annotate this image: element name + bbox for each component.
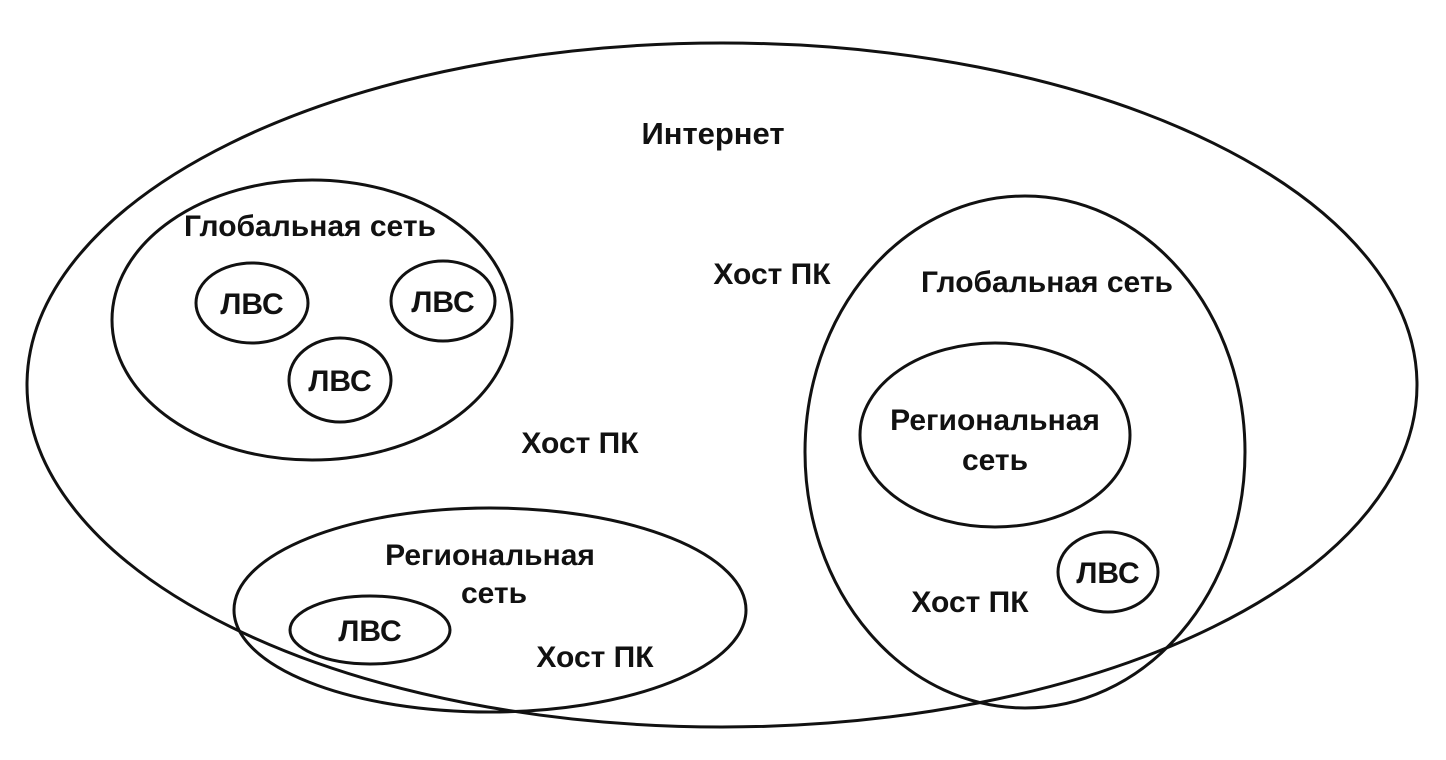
regional-network-bottom-label-line1: Региональная — [385, 539, 595, 572]
lan-label-3: ЛВС — [308, 365, 371, 398]
global-right-host-label: Хост ПК — [911, 586, 1029, 619]
lan-ellipse-2 — [389, 259, 497, 343]
global-network-left-ellipse — [110, 178, 514, 462]
lan-label-right: ЛВС — [1076, 557, 1139, 590]
global-network-right-label: Глобальная сеть — [921, 266, 1173, 299]
regional-network-right-label-line1: Региональная — [890, 404, 1100, 437]
lan-label-2: ЛВС — [411, 286, 474, 319]
regional-bottom-host-label: Хост ПК — [536, 641, 654, 674]
global-network-right-ellipse — [803, 194, 1247, 710]
lan-ellipse-bottom — [288, 594, 452, 666]
regional-network-right-ellipse — [858, 341, 1132, 529]
regional-network-bottom-label-line2: сеть — [461, 577, 527, 610]
lan-ellipse-1 — [194, 261, 310, 345]
internet-host-label-top: Хост ПК — [713, 258, 831, 291]
regional-network-bottom-ellipse — [232, 506, 748, 714]
lan-ellipse-right — [1056, 530, 1160, 614]
internet-label: Интернет — [641, 116, 784, 151]
global-network-left-label: Глобальная сеть — [184, 210, 436, 243]
lan-ellipse-3 — [287, 336, 393, 424]
regional-network-right-label-line2: сеть — [962, 444, 1028, 477]
internet-host-label-mid: Хост ПК — [521, 427, 639, 460]
lan-label-1: ЛВС — [220, 288, 283, 321]
internet-ellipse — [25, 41, 1419, 729]
lan-label-bottom: ЛВС — [338, 615, 401, 648]
